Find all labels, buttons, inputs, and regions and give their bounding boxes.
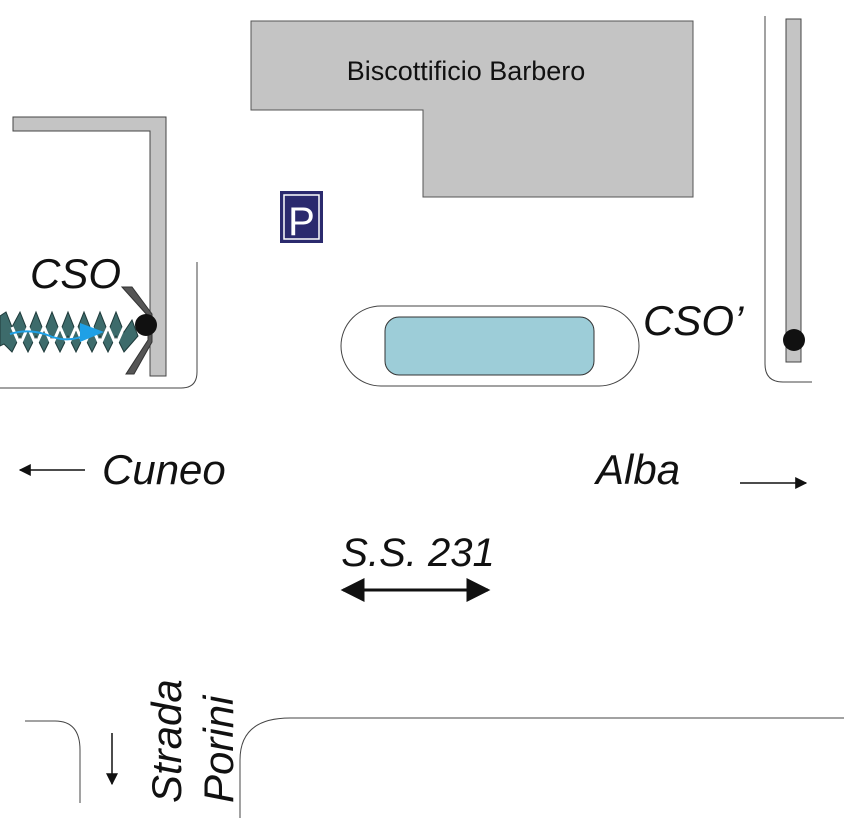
water-basin (384, 316, 595, 376)
direction-cuneo: Cuneo (102, 446, 226, 493)
cso-device (0, 286, 157, 375)
left-wall (12, 116, 167, 377)
cso-prime-point (783, 329, 805, 351)
parking-glyph: P (288, 200, 315, 244)
cso-flow-arrow-icon (80, 323, 104, 342)
side-road-right-curb (239, 717, 844, 818)
direction-alba: Alba (593, 446, 680, 493)
right-curb (764, 16, 812, 383)
cso-flow-line (9, 330, 91, 341)
cso-point (135, 314, 157, 336)
cso-spring-body (0, 310, 139, 354)
cso-prime-label: CSO’ (643, 297, 744, 344)
cso-label: CSO (30, 250, 121, 297)
parking-icon: P (280, 191, 323, 244)
side-road-label-line2: Porini (195, 694, 242, 803)
cso-spring-coils (10, 323, 126, 349)
left-curb (0, 262, 198, 389)
building-biscottificio: Biscottificio Barbero (250, 20, 694, 198)
building-outline (250, 20, 694, 198)
road-label: S.S. 231 (341, 531, 494, 575)
building-label: Biscottificio Barbero (347, 56, 586, 86)
side-road-left-curb (25, 720, 81, 803)
right-wall (785, 18, 802, 363)
side-road-label-line1: Strada (143, 679, 190, 803)
